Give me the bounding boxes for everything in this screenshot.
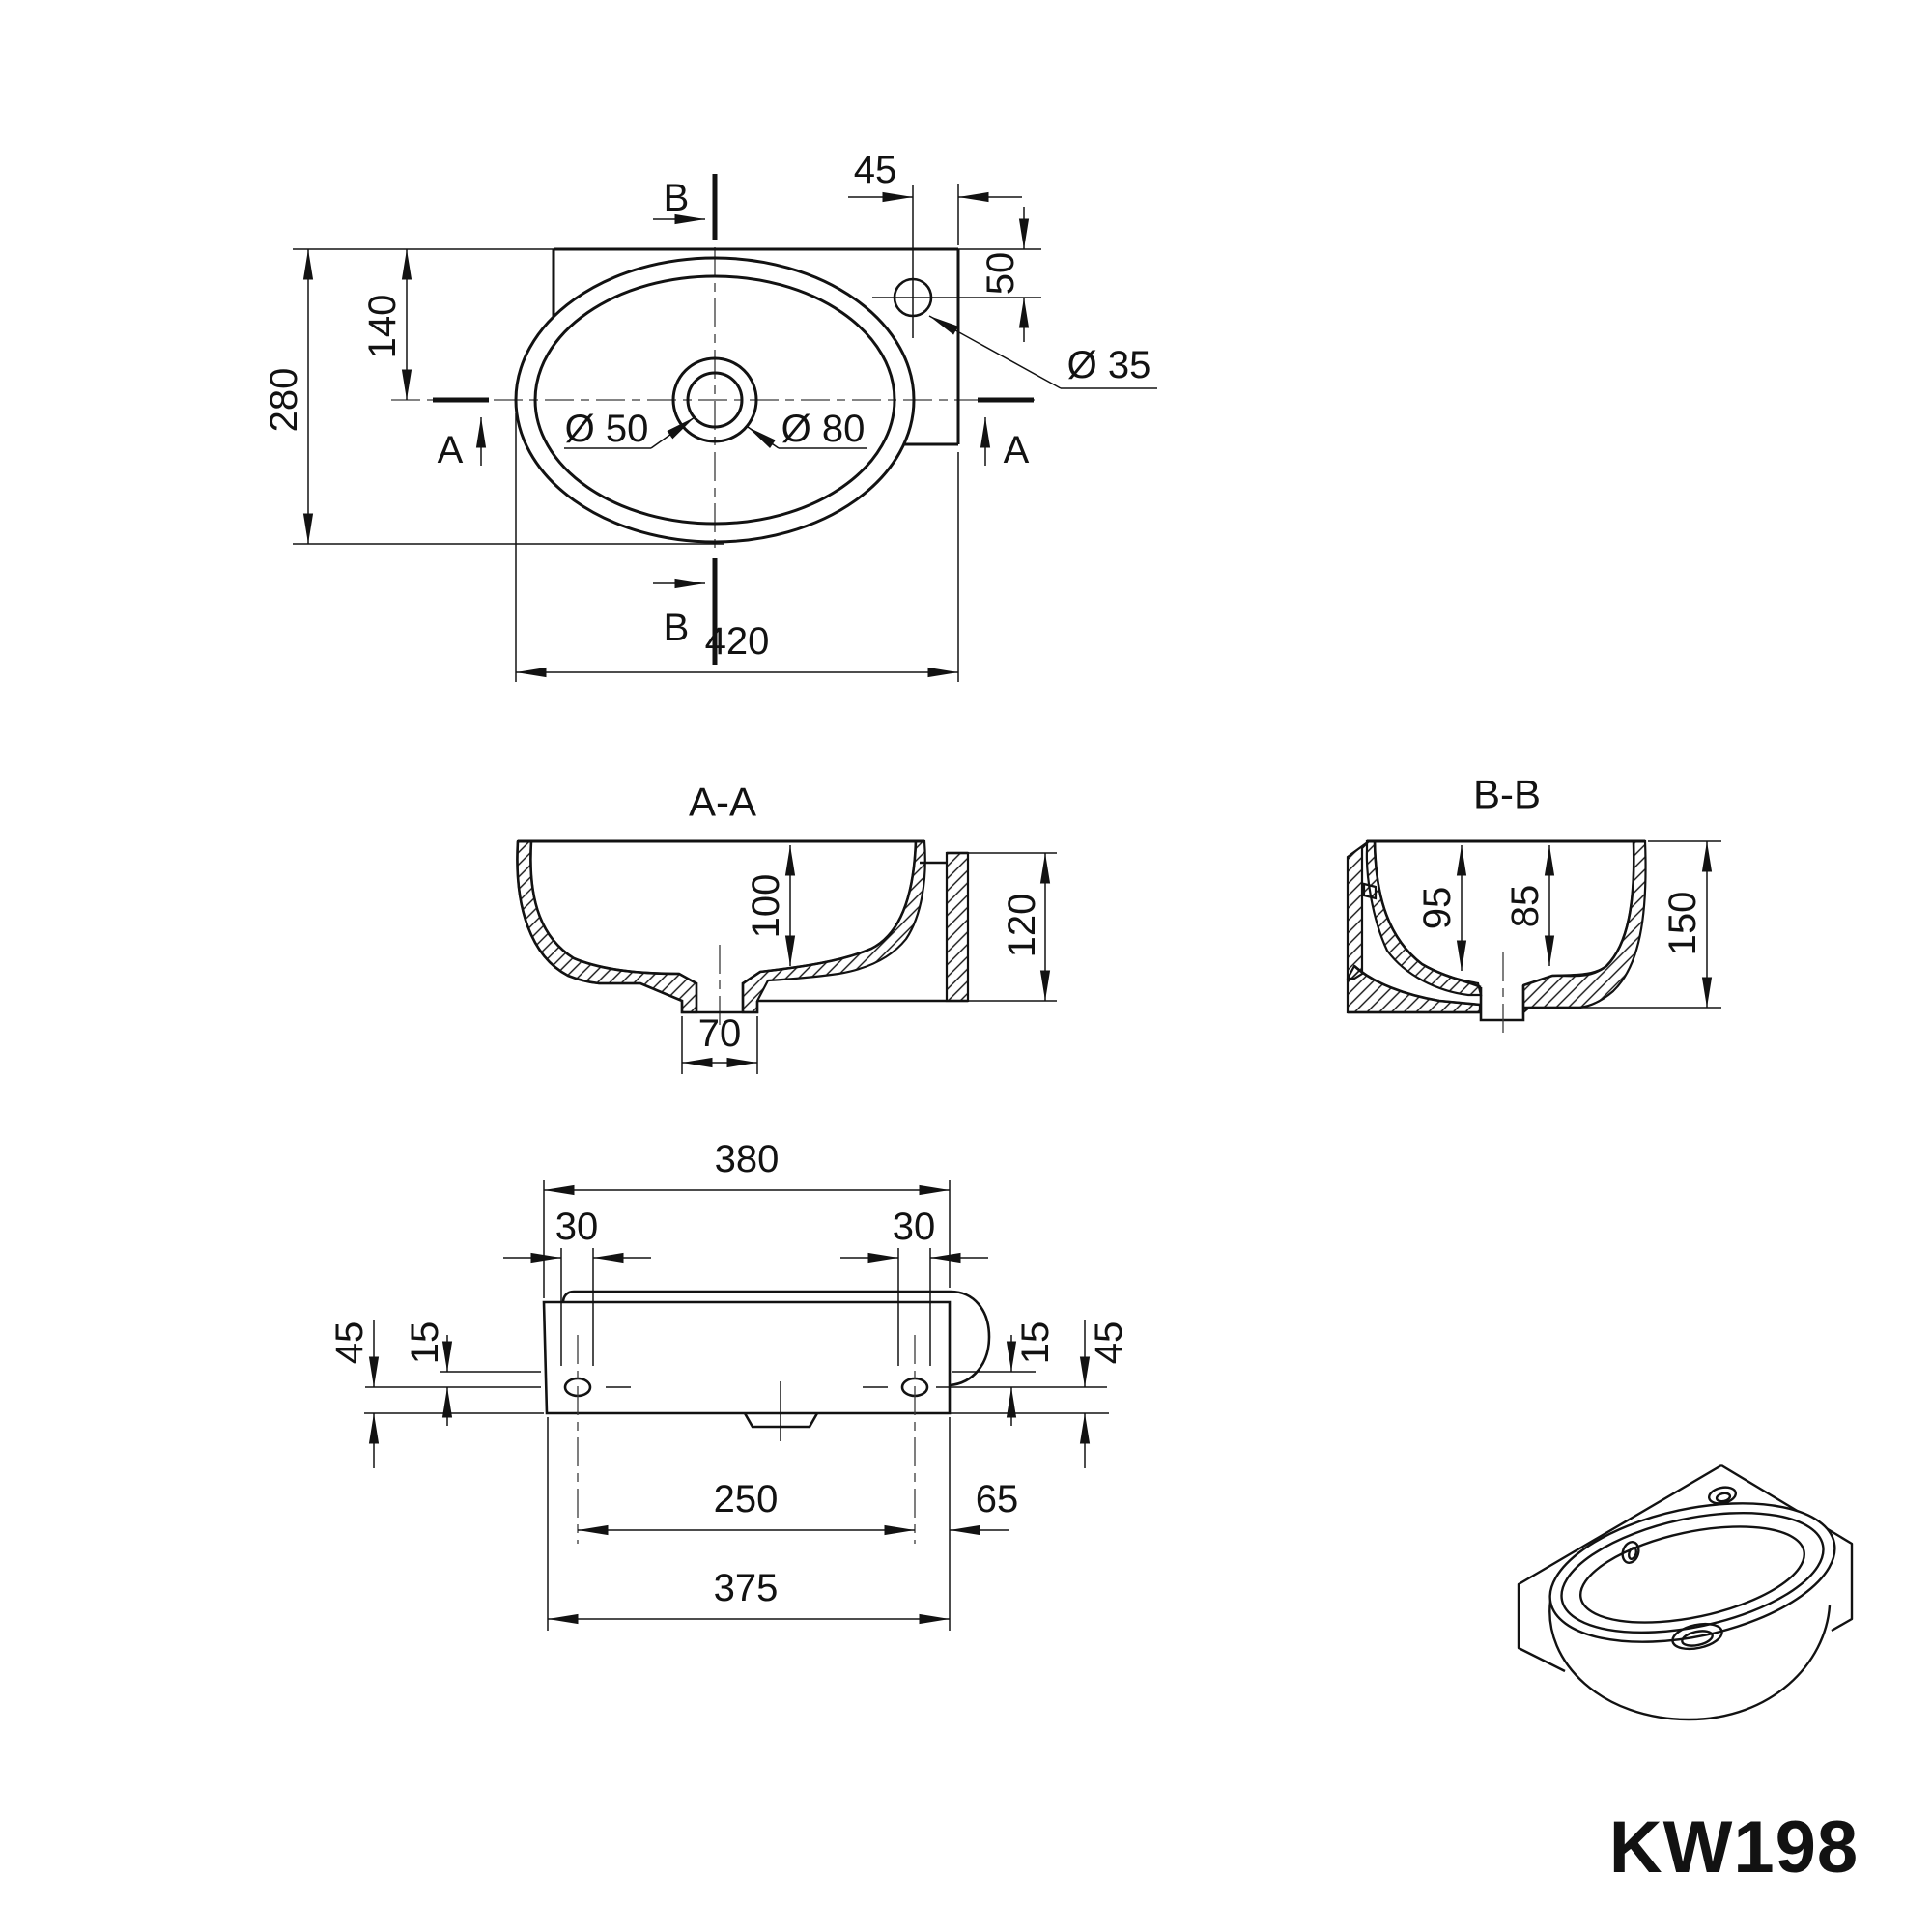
dim-85: 85 bbox=[1504, 845, 1555, 966]
plan-view: B B A A 280 140 bbox=[263, 149, 1157, 682]
dim-280: 280 bbox=[263, 249, 724, 545]
dim-100-label: 100 bbox=[745, 874, 787, 939]
section-marker-b-bottom: B bbox=[653, 558, 718, 665]
dim-70-label: 70 bbox=[698, 1012, 742, 1055]
dim-45-left: 45 bbox=[328, 1320, 380, 1468]
dim-250-label: 250 bbox=[714, 1478, 779, 1520]
iso-wall-right bbox=[1720, 1463, 1854, 1633]
dim-45-tap: 45 bbox=[848, 149, 1022, 245]
dim-15-right: 15 bbox=[1006, 1321, 1057, 1426]
dim-15-right-label: 15 bbox=[1014, 1321, 1057, 1365]
dim-70: 70 bbox=[681, 1012, 758, 1074]
iso-overflow-hole bbox=[1621, 1541, 1640, 1564]
iso-bowl-body bbox=[1548, 1600, 1832, 1721]
dim-30-left-label: 30 bbox=[555, 1206, 599, 1248]
rear-view: 380 30 30 15 45 bbox=[328, 1138, 1130, 1631]
iso-bowl-opening bbox=[1579, 1525, 1805, 1624]
dim-420-label: 420 bbox=[705, 620, 770, 663]
dim-drain-outer-label: Ø 80 bbox=[781, 408, 866, 450]
section-marker-b-top-label: B bbox=[664, 177, 690, 219]
dim-drain-inner-label: Ø 50 bbox=[565, 408, 649, 450]
section-marker-a-left-label: A bbox=[438, 429, 464, 471]
dim-380-label: 380 bbox=[715, 1138, 780, 1180]
dim-375: 375 bbox=[547, 1417, 950, 1631]
dim-65-label: 65 bbox=[976, 1478, 1019, 1520]
section-bb-title: B-B bbox=[1473, 772, 1541, 817]
model-label: KW198 bbox=[1609, 1806, 1859, 1889]
section-bb-view: B-B 95 85 150 bbox=[1346, 772, 1721, 1039]
dim-50-label: 50 bbox=[980, 252, 1022, 296]
basin-inner-rim bbox=[533, 274, 896, 526]
dim-15-left: 15 bbox=[404, 1321, 453, 1426]
section-aa-view: A-A 100 120 70 bbox=[516, 780, 1057, 1074]
dim-45-left-label: 45 bbox=[328, 1321, 371, 1365]
dim-120-label: 120 bbox=[1001, 894, 1043, 958]
dim-drain-outer-leader: Ø 80 bbox=[747, 408, 867, 450]
dim-95: 95 bbox=[1416, 845, 1467, 971]
dim-120: 120 bbox=[1001, 853, 1051, 1001]
dim-65: 65 bbox=[949, 1417, 1019, 1631]
section-marker-b-top: B bbox=[653, 174, 718, 240]
drain-inner-circle bbox=[686, 371, 744, 429]
iso-wall-left bbox=[1517, 1463, 1722, 1673]
iso-drain bbox=[1671, 1622, 1723, 1651]
dim-280-label: 280 bbox=[263, 368, 305, 433]
dim-30-right-label: 30 bbox=[893, 1206, 936, 1248]
iso-tap-hole bbox=[1708, 1486, 1737, 1505]
section-marker-a-right-label: A bbox=[1004, 429, 1030, 471]
dim-375-label: 375 bbox=[714, 1567, 779, 1609]
dim-85-label: 85 bbox=[1504, 885, 1547, 928]
section-aa-profiles bbox=[516, 840, 918, 1014]
dim-140-label: 140 bbox=[361, 295, 404, 359]
rear-rim-edge bbox=[561, 1290, 991, 1387]
dim-100: 100 bbox=[745, 845, 796, 966]
dim-30-left: 30 bbox=[503, 1206, 651, 1366]
section-marker-b-bottom-label: B bbox=[664, 607, 690, 649]
iso-rim-inner bbox=[1560, 1511, 1825, 1634]
section-aa-title: A-A bbox=[689, 780, 756, 825]
bb-bridge-cut bbox=[1362, 882, 1378, 900]
bb-drain-boss bbox=[1479, 985, 1525, 1022]
section-marker-a-right: A bbox=[978, 397, 1034, 471]
dim-140: 140 bbox=[361, 249, 412, 400]
dim-45-right-label: 45 bbox=[1088, 1321, 1130, 1365]
aa-wall-flange-cut bbox=[945, 851, 970, 1003]
dim-45-label: 45 bbox=[854, 149, 897, 191]
dim-95-label: 95 bbox=[1416, 887, 1459, 930]
dim-drain-inner-leader: Ø 50 bbox=[564, 408, 696, 450]
drain-outer-circle bbox=[671, 356, 758, 443]
dim-15-left-label: 15 bbox=[404, 1321, 446, 1365]
dim-150-label: 150 bbox=[1662, 892, 1704, 956]
dim-45-right: 45 bbox=[1079, 1320, 1130, 1468]
bb-wall-left-cut bbox=[1346, 840, 1370, 980]
dim-tap-hole-label: Ø 35 bbox=[1067, 344, 1151, 386]
rear-body-outline bbox=[542, 1300, 952, 1415]
section-marker-a-left: A bbox=[433, 397, 489, 471]
dim-150: 150 bbox=[1648, 840, 1721, 1008]
dim-tap-hole-leader: Ø 35 bbox=[928, 315, 1157, 389]
dim-380: 380 bbox=[543, 1138, 951, 1298]
section-bb-profiles bbox=[1353, 840, 1635, 1007]
isometric-view bbox=[1517, 1463, 1854, 1721]
dim-420: 420 bbox=[515, 413, 959, 682]
dim-250: 250 bbox=[578, 1478, 915, 1536]
dim-30-right: 30 bbox=[840, 1206, 988, 1366]
basin-outer-rim bbox=[514, 256, 916, 544]
dim-50-tap: 50 bbox=[980, 207, 1030, 342]
